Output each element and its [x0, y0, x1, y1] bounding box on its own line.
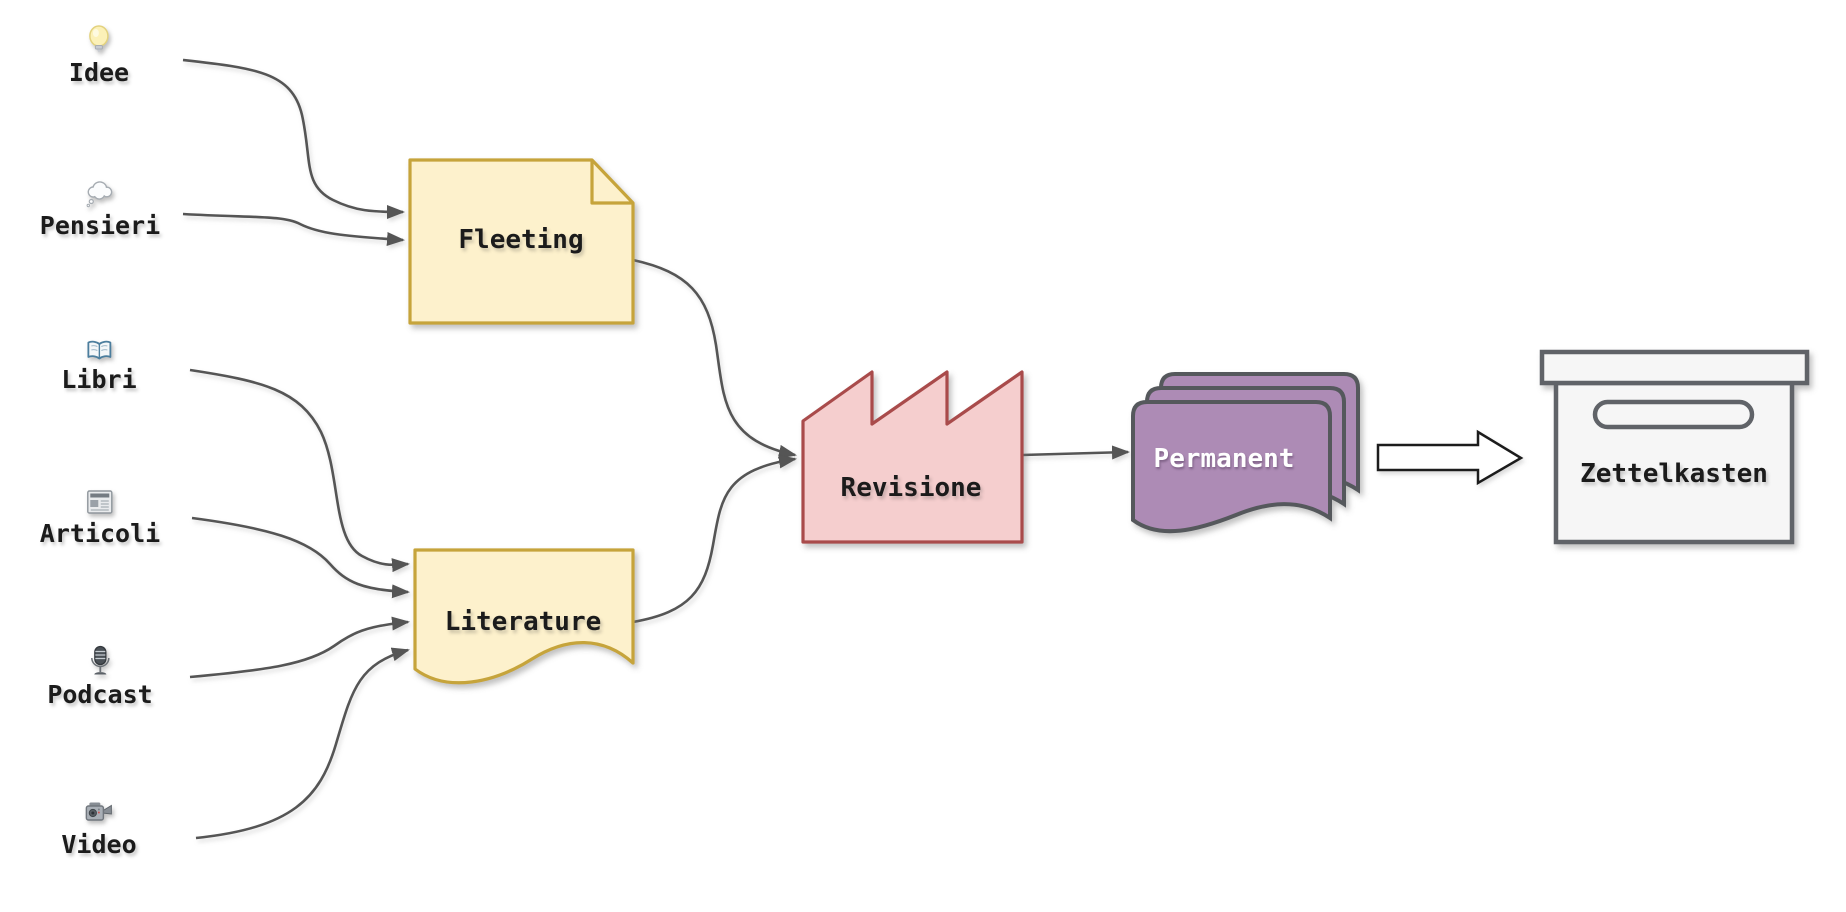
edge-libri-literature [189, 368, 410, 573]
source-label: Video [61, 830, 137, 859]
source-label: Libri [61, 365, 137, 394]
factory-shape [801, 370, 1024, 544]
edge-layer [182, 58, 1130, 840]
archive-box-slot [1592, 399, 1755, 430]
node-literature-shape [413, 548, 635, 685]
node-label-permanent: Permanent [1153, 444, 1295, 474]
edge-literature-revisione [632, 454, 797, 624]
edge-pensieri-fleeting [182, 212, 405, 246]
edge-idee-fleeting [182, 58, 405, 219]
newspaper-icon [86, 488, 114, 516]
block-arrow-icon [1376, 429, 1524, 486]
source-label: Podcast [47, 680, 153, 709]
source-idee: Idee [69, 25, 129, 88]
source-label: Pensieri [39, 211, 161, 240]
source-label: Idee [68, 58, 130, 87]
node-permanent-shape [1131, 372, 1360, 534]
node-label-fleeting: Fleeting [458, 225, 584, 255]
node-zettelkasten-shape [1539, 349, 1810, 545]
lightbulb-icon [86, 25, 112, 55]
card-fold-icon [590, 160, 633, 205]
edge-podcast-literature [189, 616, 410, 679]
edge-fleeting-revisione [632, 258, 797, 459]
source-libri: Libri [61, 340, 137, 395]
edge-articoli-literature [191, 516, 410, 599]
video-camera-icon [83, 799, 115, 827]
studio-microphone-icon [87, 645, 113, 677]
node-revisione-shape [801, 370, 1024, 544]
document-shape [413, 548, 635, 685]
source-video: Video [61, 799, 137, 860]
edge-video-literature [195, 647, 410, 840]
open-book-icon [86, 340, 112, 362]
node-fleeting-shape [408, 158, 635, 325]
stacked-document-front [1131, 400, 1332, 534]
node-label-revisione: Revisione [840, 473, 982, 503]
archive-box-lid [1539, 349, 1810, 386]
block-arrow-connector [1376, 429, 1524, 486]
node-label-zettelkasten: Zettelkasten [1580, 459, 1768, 489]
node-label-literature: Literature [444, 607, 602, 637]
source-label: Articoli [39, 519, 161, 548]
source-pensieri: Pensieri [40, 180, 160, 241]
edge-revisione-permanent [1021, 445, 1130, 460]
source-articoli: Articoli [40, 488, 160, 549]
source-podcast: Podcast [47, 645, 153, 710]
thought-balloon-icon [85, 180, 115, 208]
card-shape [408, 158, 635, 325]
